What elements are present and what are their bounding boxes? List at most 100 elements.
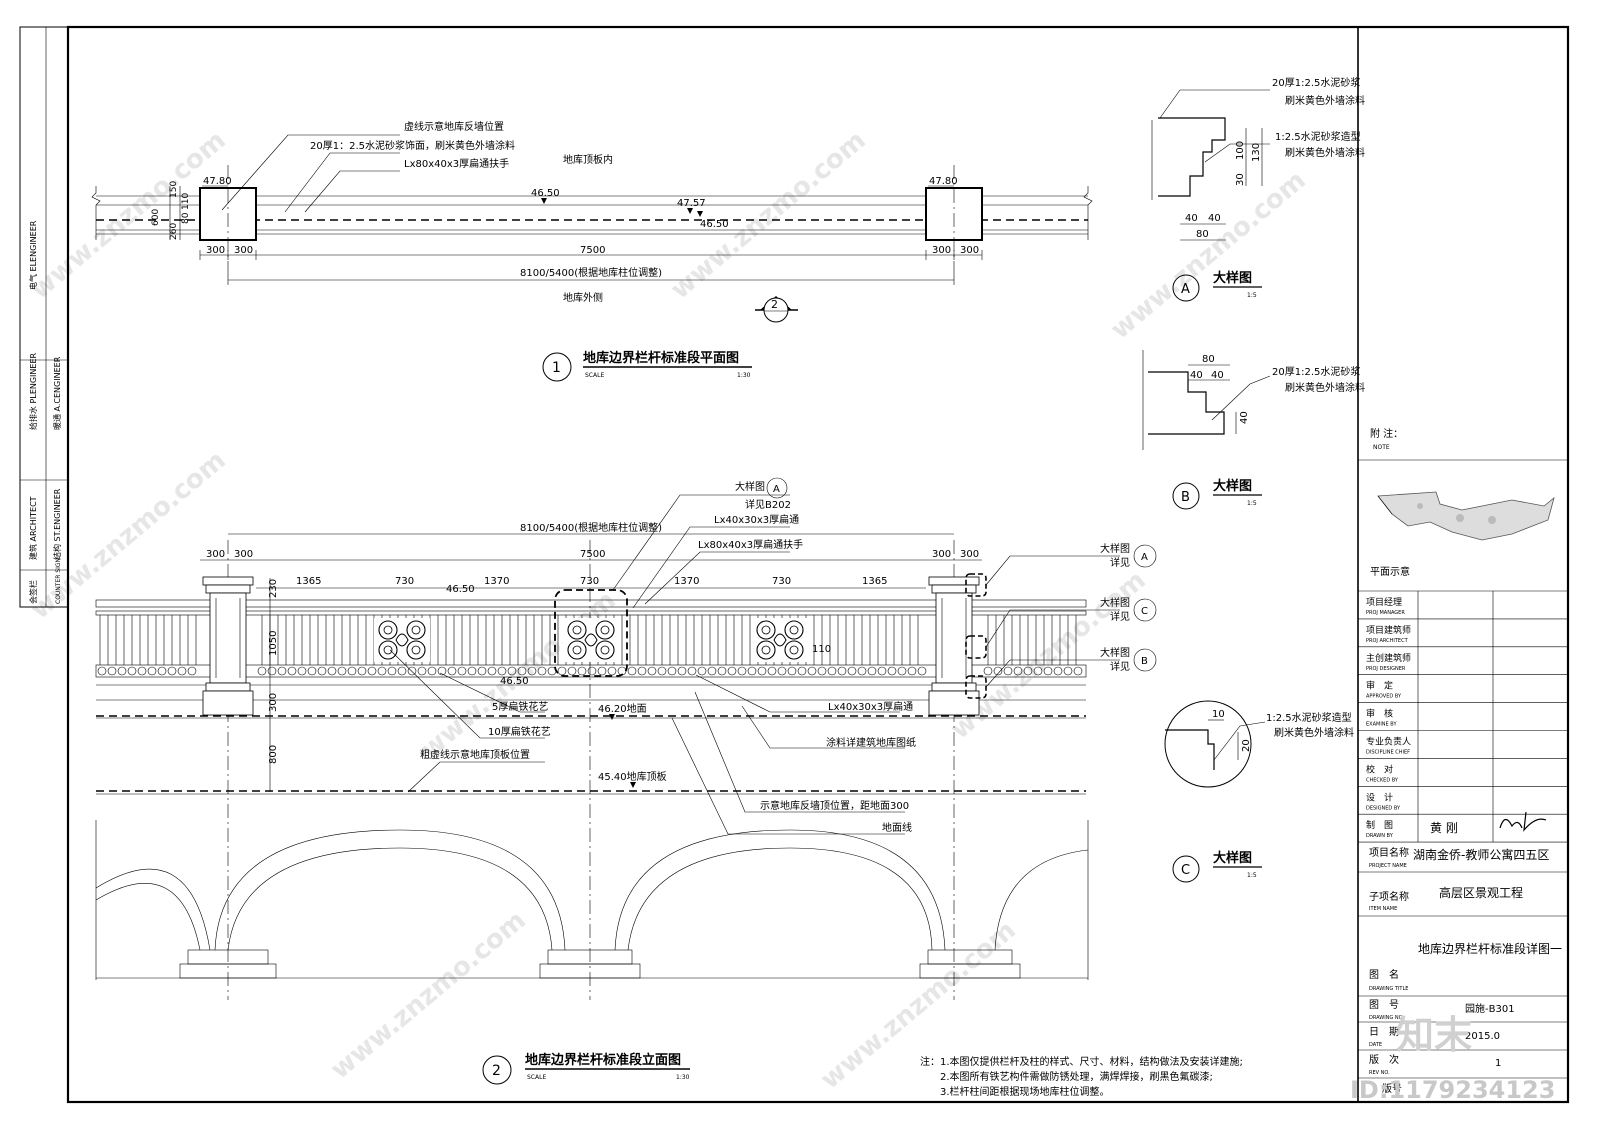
- plan-elev-right: 47.80: [929, 176, 958, 187]
- plan-inside-label: 地库顶板内: [563, 153, 613, 166]
- tb-row-label: 校 对: [1366, 763, 1393, 775]
- elev-callout-c-label: 大样图: [1100, 596, 1130, 609]
- tb-row-label-en: CHECKED BY: [1366, 777, 1399, 783]
- tb-row-label-en: DISCIPLINE CHIEF: [1366, 750, 1410, 756]
- plan-elev-mid2: 47.57: [677, 198, 706, 209]
- elev-callout-c-ref: 详见: [1110, 610, 1130, 623]
- tb-dno-en: DRAWING NO.: [1369, 1015, 1404, 1021]
- tb-signature: [1499, 811, 1547, 832]
- elev-dim-top4: 300: [960, 549, 979, 560]
- tb-row-label-en: PROJ MANAGER: [1366, 610, 1405, 616]
- tb-row-label: 制 图: [1366, 819, 1393, 831]
- tb-row-label: 设 计: [1366, 791, 1393, 803]
- elev-detail-a-ref: 详见B202: [745, 498, 791, 511]
- tb-rev: 1: [1495, 1058, 1501, 1069]
- elev-callout-a-ref: 详见: [1110, 556, 1130, 569]
- elev-title: 地库边界栏杆标准段立面图: [525, 1052, 681, 1068]
- tb-date-en: DATE: [1369, 1042, 1382, 1048]
- sidebar-hvac: 暖通 A.CENGINEER: [52, 356, 62, 430]
- detail-c-dim2: 20: [1241, 739, 1252, 752]
- tb-row-label-en: APPROVED BY: [1366, 694, 1402, 700]
- elev-dim-7500: 7500: [580, 549, 605, 560]
- detail-a-dim6: 80: [1196, 229, 1209, 240]
- tb-note-en: NOTE: [1373, 444, 1390, 451]
- elev-title-number: 2: [492, 1063, 501, 1079]
- elev-dim-1050: 1050: [268, 631, 279, 656]
- detail-a-note3: 1:2.5水泥砂浆造型: [1275, 130, 1361, 143]
- plan-note-mortar: 20厚1：2.5水泥砂浆饰面，刷米黄色外墙涂料: [310, 139, 515, 152]
- plan-dim-300b: 300: [234, 245, 253, 256]
- detail-a-circle: A: [1181, 282, 1190, 297]
- detail-c-dim1: 10: [1212, 709, 1225, 720]
- elev-dim-row-3: 1370: [484, 576, 509, 587]
- elev-scale-label: SCALE: [527, 1074, 546, 1081]
- detail-c-note1: 1:2.5水泥砂浆造型: [1266, 711, 1352, 724]
- elev-note-flat80: Lx80x40x3厚扁通扶手: [698, 538, 803, 551]
- tb-row-label-en: PROJ DESIGNER: [1366, 666, 1406, 672]
- tb-project-en: PROJECT NAME: [1369, 863, 1407, 869]
- detail-a-note4: 刷米黄色外墙涂料: [1285, 146, 1365, 159]
- elev-dim-row-7: 1365: [862, 576, 887, 587]
- tb-rev-label: 版 次: [1369, 1053, 1399, 1066]
- tb-project-name: 湖南金侨-教师公寓四五区: [1413, 847, 1549, 862]
- tb-item-en: ITEM NAME: [1369, 906, 1397, 912]
- elev-dim-row-1: 1365: [296, 576, 321, 587]
- tb-row-label-en: DESIGNED BY: [1366, 805, 1401, 811]
- plan-note-wall: 虚线示意地库反墙位置: [404, 120, 504, 133]
- tb-dno-label: 图 号: [1369, 999, 1399, 1011]
- elev-dim-top3: 300: [932, 549, 951, 560]
- tb-drawing-title: 地库边界栏杆标准段详图一: [1418, 941, 1562, 956]
- detail-b-circle: B: [1181, 490, 1190, 505]
- tb-row-label: 审 定: [1366, 680, 1393, 692]
- tb-row-label: 项目建筑师: [1366, 624, 1411, 636]
- tb-item-label: 子项名称: [1369, 890, 1409, 903]
- plan-elev-left: 47.80: [203, 176, 232, 187]
- tb-row-label: 审 核: [1366, 708, 1393, 720]
- elev-dim-total: 8100/5400(根据地库柱位调整): [520, 521, 662, 534]
- elev-detail-a-label: 大样图: [735, 480, 765, 493]
- plan-dim-v80: 80: [181, 212, 191, 224]
- plan-scale-label: SCALE: [585, 372, 604, 379]
- elev-callout-a-label: 大样图: [1100, 542, 1130, 555]
- sidebar-structure: 结构 ST.ENGINEER: [52, 488, 62, 560]
- railing-ornament: [752, 618, 808, 662]
- tb-date: 2015.0: [1465, 1031, 1500, 1042]
- elev-note-dashed: 粗虚线示意地库顶板位置: [420, 748, 530, 761]
- elev-note-10mm: 10厚扁铁花艺: [488, 725, 551, 738]
- tb-item-name: 高层区景观工程: [1439, 885, 1523, 900]
- plan-dim-300c: 300: [932, 245, 951, 256]
- tb-row-label: 项目经理: [1366, 596, 1402, 608]
- notes-line2: 2.本图所有铁艺构件需做防锈处理，满焊焊接，刷黑色氟碳漆;: [940, 1070, 1213, 1083]
- sidebar-countersign-en: COUNTER SIGN: [55, 558, 62, 604]
- tb-keyplan-image: [1377, 491, 1555, 541]
- elev-note-coating: 涂料详建筑地库图纸: [826, 736, 916, 749]
- detail-b-dim2: 40: [1190, 370, 1203, 381]
- plan-dim-total: 8100/5400(根据地库柱位调整): [520, 266, 662, 279]
- elev-note-groundline: 地面线: [882, 821, 912, 834]
- tb-row-label-en: DRAWN BY: [1366, 833, 1394, 839]
- plan-scale: 1:30: [737, 372, 751, 379]
- detail-a-note2: 刷米黄色外墙涂料: [1285, 94, 1365, 107]
- detail-c-circle: C: [1181, 863, 1190, 878]
- elev-note-slab: 45.40地库顶板: [598, 770, 667, 783]
- elev-dim-110: 110: [812, 644, 831, 655]
- tb-row-label-en: PROJ ARCHITECT: [1366, 638, 1409, 644]
- plan-outside-label: 地库外侧: [563, 291, 603, 304]
- railing-ornament: [374, 618, 430, 662]
- elev-note-flat40: Lx40x30x3厚扁通: [714, 513, 799, 526]
- watermark-id: ID:1179234123: [1350, 1076, 1555, 1104]
- sidebar-countersign: 会签栏: [28, 580, 38, 604]
- elev-note-wallpos: 示意地库反墙顶位置，距地面300: [760, 799, 909, 812]
- watermark-text: www.znzmo.com: [325, 905, 531, 1085]
- detail-b-dim4: 40: [1239, 411, 1250, 424]
- plan-note-handrail: Lx80x40x3厚扁通扶手: [404, 157, 509, 170]
- tb-dt-en: DRAWING TITLE: [1369, 986, 1408, 992]
- elev-arches: [95, 820, 1089, 980]
- detail-c-title: 大样图: [1213, 850, 1252, 866]
- tb-dno: 园施-B301: [1465, 1002, 1515, 1015]
- tb-date-label: 日 期: [1369, 1026, 1399, 1038]
- watermark-text: www.znzmo.com: [1105, 165, 1311, 345]
- tb-row-value: 黄 刚: [1430, 821, 1458, 835]
- plan-dim-v260: 260: [169, 223, 179, 240]
